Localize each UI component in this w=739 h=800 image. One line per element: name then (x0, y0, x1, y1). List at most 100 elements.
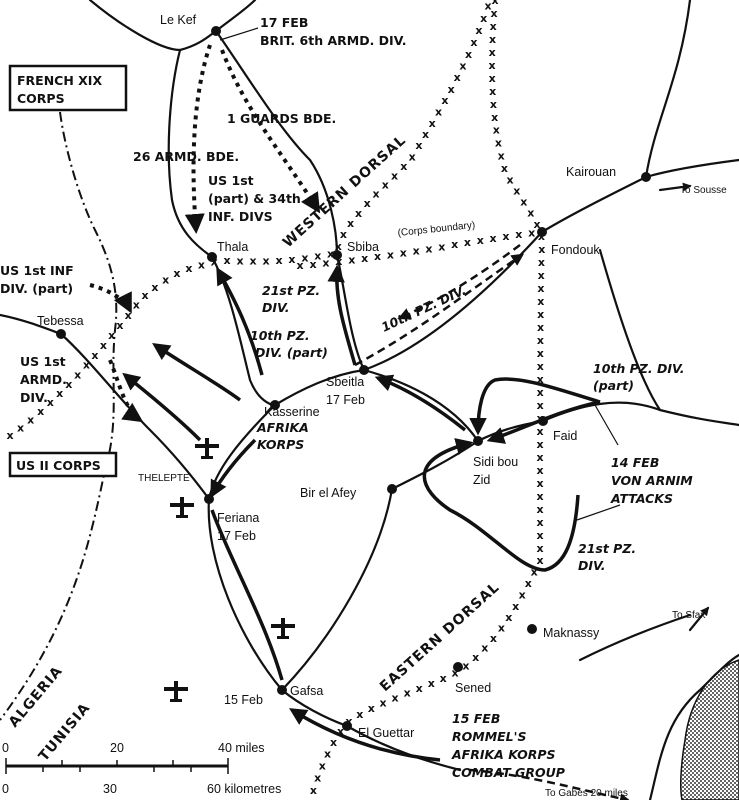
ridge-cross-mark: x (438, 240, 445, 253)
unit-label: AFRIKA KORPS (451, 747, 556, 762)
ridge-cross-mark: x (314, 250, 321, 263)
place-label: Sidi bou (473, 455, 518, 469)
place-label: El Guettar (358, 726, 414, 740)
ridge-cross-mark: x (413, 244, 420, 257)
ridge-cross-mark: x (485, 0, 492, 13)
ridge-cross-mark: x (537, 464, 544, 477)
place-label: Sbiba (347, 240, 379, 254)
ridge-cross-mark: x (480, 12, 487, 25)
airfield-icon (195, 438, 219, 459)
airfields (164, 438, 295, 702)
ridge-cross-mark: x (537, 295, 544, 308)
us-ii-corps-box (8, 451, 118, 478)
french-xix-corps-box (8, 64, 128, 112)
ridge-cross-mark: x (462, 659, 469, 672)
ridge-cross-mark: x (490, 98, 497, 111)
scale-label: 30 (103, 782, 117, 796)
unit-label: 10th PZ. (250, 328, 310, 343)
ridge-cross-mark: x (498, 149, 505, 162)
ridge-cross-mark: x (355, 207, 362, 220)
unit-label: DIV. (20, 390, 48, 405)
ridge-cross-mark: x (490, 232, 497, 245)
scale-label: 20 (110, 741, 124, 755)
ridge-cross-mark: x (236, 254, 243, 267)
ridge-cross-mark: x (475, 24, 482, 37)
town-dots (56, 26, 651, 731)
ridge-cross-mark: x (538, 256, 545, 269)
unit-label: 10th PZ. DIV. (379, 282, 468, 334)
ridge-cross-mark: x (400, 246, 407, 259)
airfield-icon (170, 497, 194, 518)
unit-label: AFRIKA (256, 420, 309, 435)
town-dot-icon (342, 721, 352, 731)
town-dot-icon (204, 494, 214, 504)
ridge-cross-mark: x (448, 83, 455, 96)
unit-label: 10th PZ. DIV. (593, 361, 684, 376)
town-dot-icon (641, 172, 651, 182)
ridge-cross-mark: x (428, 677, 435, 690)
ridge-cross-mark: x (400, 160, 407, 173)
ridge-cross-mark: x (409, 150, 416, 163)
ridge-cross-mark: x (440, 672, 447, 685)
scale-label: 0 (2, 782, 9, 796)
ridge-cross-mark: x (198, 258, 205, 271)
ridge-cross-mark: x (262, 255, 269, 268)
ridge-cross-mark: x (490, 632, 497, 645)
ridge-cross-mark: x (322, 257, 329, 270)
town-dot-icon (211, 26, 221, 36)
ridge-cross-mark: x (454, 71, 461, 84)
ridge-cross-mark: x (459, 60, 466, 73)
place-label: Faid (553, 429, 577, 443)
ridge-cross-mark: x (537, 412, 544, 425)
ridge-cross-mark: x (515, 228, 522, 241)
ridge-cross-mark: x (537, 529, 544, 542)
unit-label: ARMD. (20, 372, 67, 387)
unit-label: 14 FEB (611, 455, 659, 470)
ridge-cross-mark: x (374, 250, 381, 263)
ridge-cross-mark: x (108, 329, 115, 342)
ridge-cross-mark: x (380, 697, 387, 710)
ridge-cross-mark: x (249, 255, 256, 268)
ridge-cross-mark: x (470, 36, 477, 49)
ridge-cross-mark: x (537, 516, 544, 529)
town-dot-icon (473, 436, 483, 446)
ridge-cross-mark: x (125, 309, 132, 322)
airfield-icon (271, 618, 295, 639)
place-label: Bir el Afey (300, 486, 357, 500)
town-dot-icon (56, 329, 66, 339)
unit-label: ROMMEL'S (452, 729, 526, 744)
ridge-cross-mark: x (348, 254, 355, 267)
town-dot-icon (359, 365, 369, 375)
scale-label: 40 miles (218, 741, 265, 755)
unit-label: VON ARNIM (611, 473, 693, 488)
ridge-cross-mark: x (441, 94, 448, 107)
unit-label: US 1st (20, 354, 66, 369)
ridge-cross-mark: x (56, 387, 63, 400)
ridge-cross-mark: x (324, 748, 331, 761)
ridge-cross-mark: x (519, 589, 526, 602)
unit-label: DIV. (part) (0, 281, 73, 296)
ridge-cross-mark: x (361, 252, 368, 265)
box-label: US II CORPS (16, 458, 101, 473)
ridge-cross-mark: x (489, 46, 496, 59)
scale-bar: 0 20 40 miles 0 30 60 kilometres (2, 741, 281, 796)
ridge-cross-mark: x (492, 0, 499, 7)
ridge-cross-mark: x (345, 715, 352, 728)
ridge-cross-mark: x (538, 230, 545, 243)
ridge-cross-mark: x (537, 438, 544, 451)
unit-label: DIV. (578, 558, 606, 573)
place-label: To Gabes 20 miles (545, 788, 628, 799)
place-label: Feriana (217, 511, 259, 525)
town-dot-icon (207, 252, 217, 262)
ridge-cross-mark: x (537, 399, 544, 412)
ridge-cross-mark: x (387, 248, 394, 261)
ridge-cross-mark: x (490, 20, 497, 33)
unit-label: 17 FEB (260, 15, 308, 30)
place-label: Thala (217, 240, 248, 254)
ridge-cross-mark: x (275, 254, 282, 267)
ridge-cross-mark: x (301, 252, 308, 265)
ridge-cross-mark: x (133, 299, 140, 312)
unit-label: 1 GUARDS BDE. (227, 111, 336, 126)
place-label: Fondouk (551, 243, 600, 257)
ridge-cross-mark: x (537, 386, 544, 399)
